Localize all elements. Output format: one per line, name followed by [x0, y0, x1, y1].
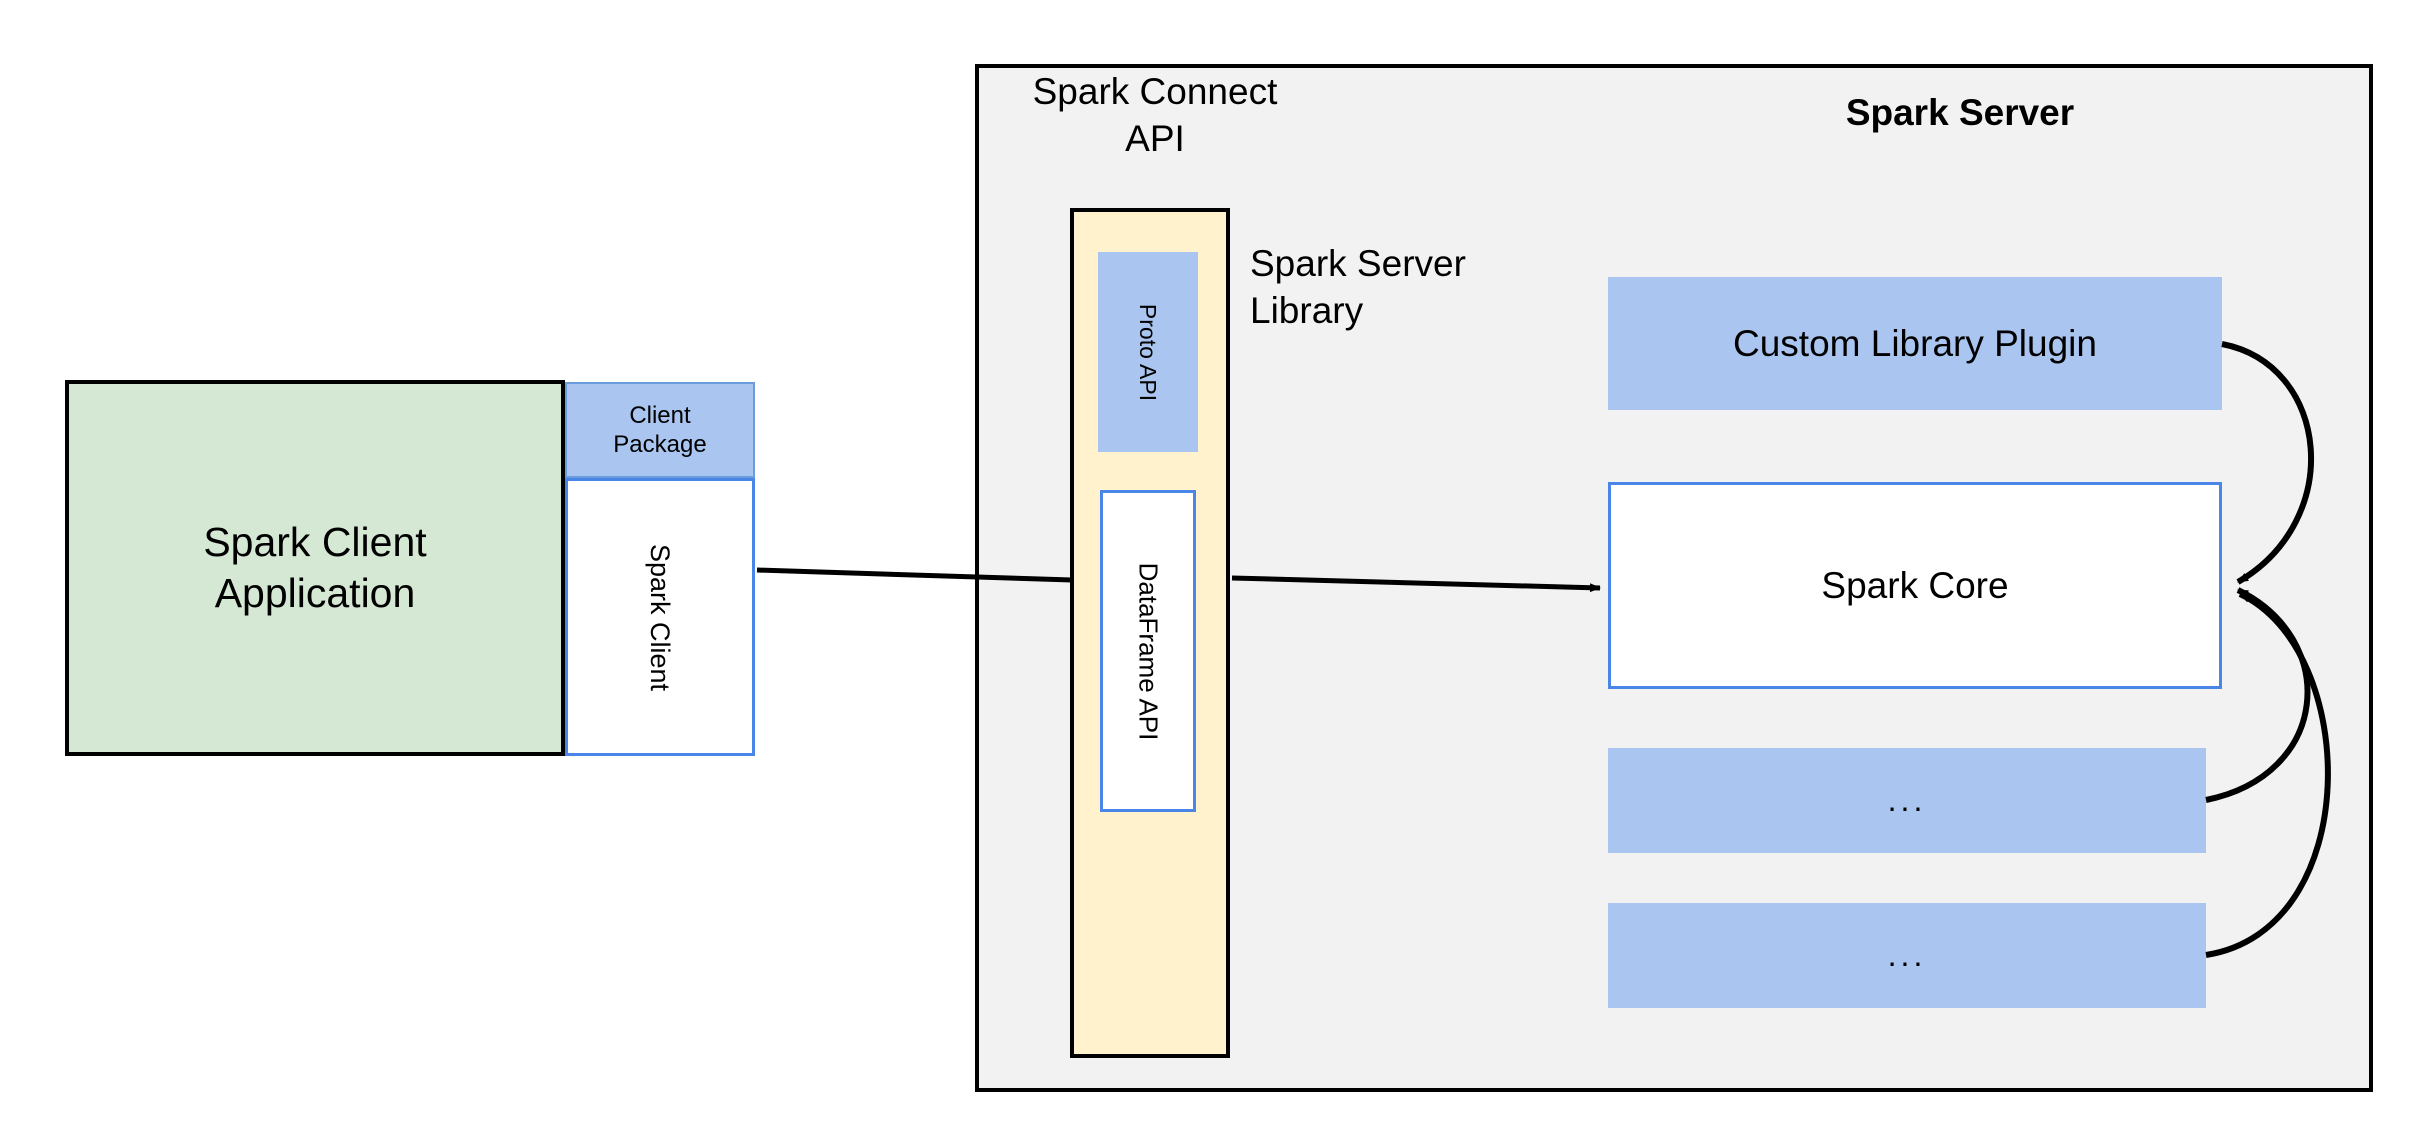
connect-api-line2: API	[1125, 118, 1185, 160]
client-package-box[interactable]: Client Package	[565, 382, 755, 478]
custom-library-plugin-box[interactable]: Custom Library Plugin	[1608, 277, 2222, 410]
spark-server-library-label: Spark Server Library	[1250, 240, 1550, 335]
application-label-line2: Application	[214, 570, 416, 616]
custom-library-plugin-label: Custom Library Plugin	[1733, 322, 2097, 364]
spark-server-title: Spark Server	[1845, 92, 2075, 133]
spark-connect-api-label: Spark Connect API	[1010, 68, 1300, 163]
proto-api-label: Proto API	[1135, 303, 1162, 401]
spark-client-application-box[interactable]: Spark Client Application	[65, 380, 565, 756]
placeholder-box-2[interactable]: ...	[1608, 903, 2206, 1008]
application-label-line1: Spark Client	[203, 518, 427, 565]
package-label-line2: Package	[613, 431, 707, 458]
server-library-line1: Spark Server	[1250, 243, 1466, 284]
spark-client-label: Spark Client	[645, 543, 676, 691]
server-library-line2: Library	[1250, 290, 1364, 332]
spark-client-application-label: Spark Client Application	[203, 517, 426, 620]
spark-core-label: Spark Core	[1821, 564, 2009, 606]
client-package-label: Client Package	[613, 401, 706, 460]
placeholder-label-1: ...	[1887, 782, 1927, 818]
placeholder-box-1[interactable]: ...	[1608, 748, 2206, 853]
spark-client-box[interactable]: Spark Client	[565, 478, 755, 756]
connect-api-line1: Spark Connect	[1032, 71, 1278, 112]
spark-core-box[interactable]: Spark Core	[1608, 482, 2222, 689]
proto-api-box[interactable]: Proto API	[1098, 252, 1198, 452]
dataframe-api-label: DataFrame API	[1133, 562, 1164, 740]
package-label-line1: Client	[629, 401, 691, 429]
dataframe-api-box[interactable]: DataFrame API	[1100, 490, 1196, 812]
placeholder-label-2: ...	[1887, 937, 1927, 973]
